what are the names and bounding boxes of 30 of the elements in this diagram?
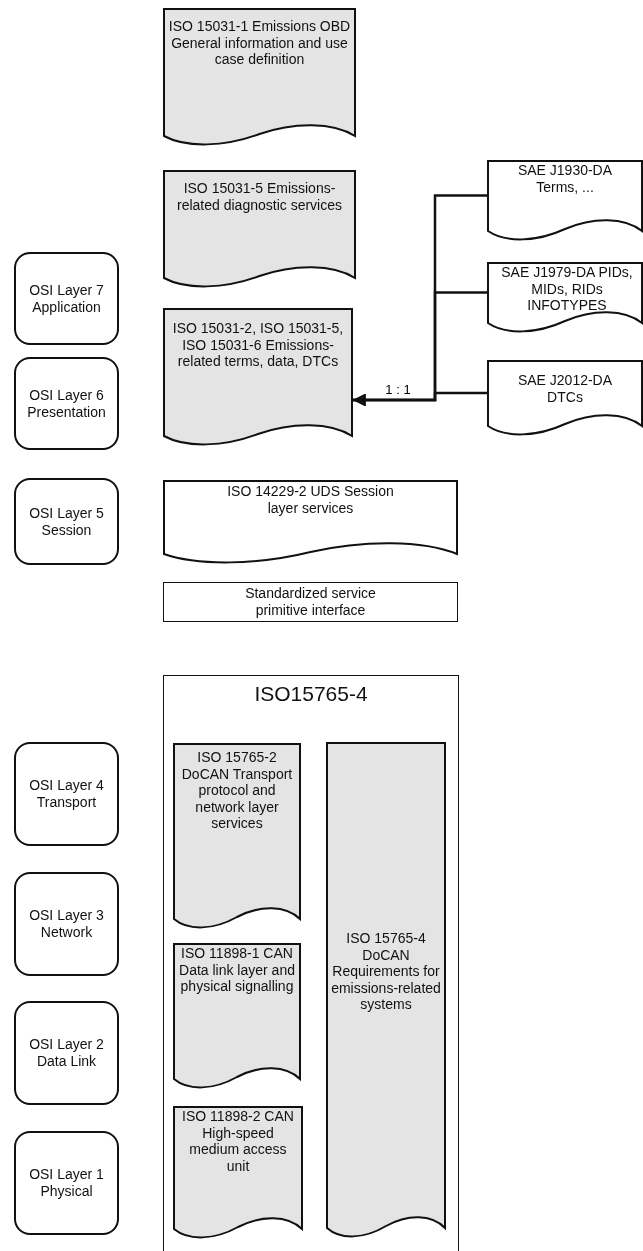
group-frame <box>163 675 459 1251</box>
node-text: ISO 15765-2 DoCAN Transport protocol and network layer services <box>180 749 294 832</box>
node-text: ISO 14229-2 UDS Session layer services <box>226 483 395 517</box>
layer-box <box>14 252 119 345</box>
layer-box <box>14 1131 119 1235</box>
connector-arrow <box>353 391 487 407</box>
node-text: ISO 11898-2 CAN High-speed medium access unit <box>181 1108 295 1175</box>
node-text: ISO 15031-5 Emissions-related diagnostic services <box>177 180 342 214</box>
node-text: OSI Layer 7 Application <box>28 282 105 315</box>
node-text: ISO 15031-2, ISO 15031-5, ISO 15031-6 Emissions-related terms, data, DTCs <box>171 320 345 370</box>
node-text: ISO 15765-4 DoCAN Requirements for emissions-related systems <box>330 930 442 1013</box>
layer-box <box>14 357 119 450</box>
node-text: Standardized service primitive interface <box>244 585 377 619</box>
layer-box <box>14 1001 119 1105</box>
layer-box <box>14 872 119 976</box>
node-text: OSI Layer 2 Data Link <box>28 1036 105 1070</box>
node-text: OSI Layer 5 Session <box>28 505 105 538</box>
node-text: ISO 11898-1 CAN Data link layer and physical signalling <box>179 945 295 995</box>
node-text: ISO 15031-1 Emissions OBD General information and use case definition <box>167 18 352 68</box>
node-text: SAE J2012-DA DTCs <box>516 372 614 406</box>
group-title: ISO15765-4 <box>254 682 368 707</box>
interface-box <box>163 582 458 622</box>
node-text: OSI Layer 4 Transport <box>28 777 105 811</box>
node-text: OSI Layer 6 Presentation <box>26 387 107 420</box>
node-text: SAE J1930-DA Terms, ... <box>516 162 614 196</box>
layer-box <box>14 742 119 846</box>
node-text: OSI Layer 1 Physical <box>28 1166 105 1200</box>
node-text: SAE J1979-DA PIDs, MIDs, RIDs INFOTYPES <box>500 264 634 314</box>
layer-box <box>14 478 119 565</box>
node-text: OSI Layer 3 Network <box>28 907 105 941</box>
